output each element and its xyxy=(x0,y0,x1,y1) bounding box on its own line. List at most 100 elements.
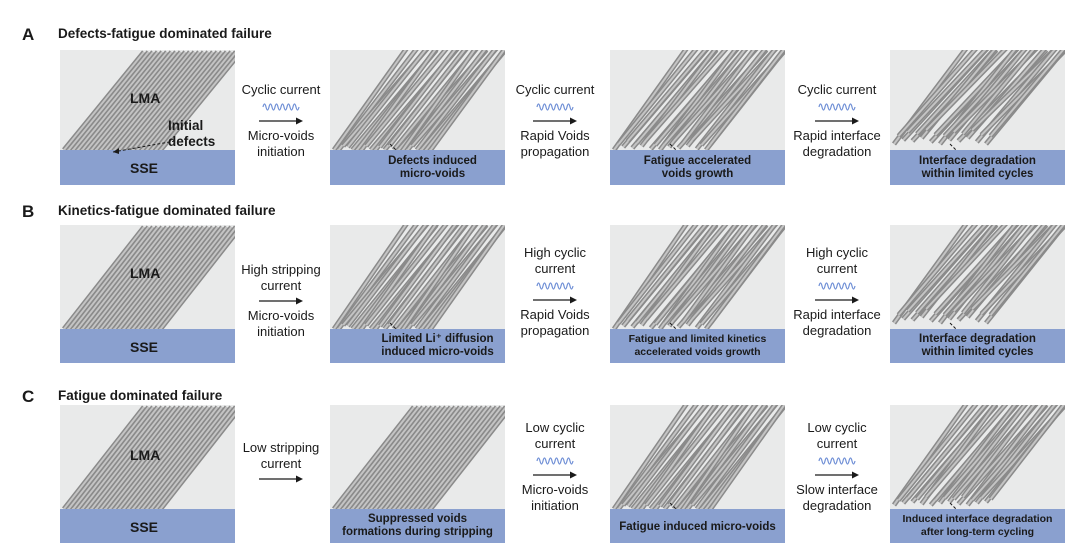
lithium-fiber-highlight xyxy=(365,406,447,510)
lithium-fiber-highlight xyxy=(989,225,1065,316)
row-c-transition-1: Low stripping current xyxy=(226,440,336,486)
lithium-fiber-highlight xyxy=(63,406,145,510)
lithium-fiber-highlight xyxy=(429,50,505,151)
lithium-fiber-highlight xyxy=(72,226,154,330)
sse-layer xyxy=(610,150,785,185)
lithium-fiber-highlight xyxy=(613,405,687,510)
lithium-fiber-highlight xyxy=(360,406,443,510)
right-arrow-icon xyxy=(259,475,303,483)
lithium-fiber-highlight xyxy=(388,225,466,326)
lithium-fiber-highlight xyxy=(155,51,235,151)
lithium-fiber-highlight xyxy=(123,406,205,510)
cyclic-wave-icon xyxy=(536,103,574,111)
lithium-fiber-highlight xyxy=(420,406,503,510)
lithium-fiber-highlight xyxy=(132,226,214,330)
lma-label: LMA xyxy=(130,447,161,463)
lithium-fiber-bundle xyxy=(331,50,505,160)
lithium-fiber-highlight xyxy=(159,232,235,330)
lithium-fiber-highlight xyxy=(347,50,427,148)
lithium-fiber-highlight xyxy=(989,50,1065,137)
lithium-fiber-highlight xyxy=(415,225,496,330)
lithium-fiber-highlight xyxy=(925,225,1006,310)
lithium-fiber-bundle xyxy=(62,405,235,511)
transition-condition-label: Cyclic current xyxy=(241,82,321,97)
right-arrow-icon xyxy=(259,117,303,125)
lithium-fiber-highlight xyxy=(962,405,1036,498)
lithium-fiber-highlight xyxy=(962,50,1035,135)
sse-layer xyxy=(330,150,505,185)
lithium-fiber-highlight xyxy=(682,50,756,144)
lithium-fiber-highlight xyxy=(416,406,498,510)
transition-effect-label: Rapid Voids propagation xyxy=(520,128,590,159)
lithium-fiber-highlight xyxy=(402,406,484,510)
lithium-fiber-highlight xyxy=(141,226,223,330)
lithium-fiber-highlight xyxy=(989,405,1065,500)
transition-condition-label: Cyclic current xyxy=(797,82,877,97)
lithium-fiber-highlight xyxy=(95,226,177,330)
sse-label: SSE xyxy=(130,160,159,176)
sse-layer xyxy=(60,509,235,543)
defect-pointer-arrow xyxy=(112,140,176,154)
panel-caption: Fatigue and limited kinetics accelerated… xyxy=(628,333,767,358)
lithium-fiber-highlight xyxy=(682,225,756,323)
lithium-fiber-highlight xyxy=(77,226,159,330)
right-arrow-icon xyxy=(533,117,577,125)
lithium-fiber-highlight xyxy=(123,51,205,151)
sse-layer xyxy=(610,509,785,543)
lithium-fiber-bundle xyxy=(611,405,785,519)
lithium-fiber-highlight xyxy=(397,406,480,510)
lithium-fiber-highlight xyxy=(150,51,233,151)
lithium-fiber-highlight xyxy=(695,405,776,510)
panel-caption: Defects induced micro-voids xyxy=(388,155,477,180)
lithium-fiber-highlight xyxy=(709,405,785,510)
row-c-panel-1: SSE LMA xyxy=(60,405,235,543)
lithium-fiber-highlight xyxy=(81,406,164,510)
transition-effect-label: Micro-voids initiation xyxy=(247,128,315,159)
lithium-fiber-highlight xyxy=(347,225,427,327)
lithium-fiber-highlight xyxy=(77,406,159,510)
sse-layer xyxy=(60,150,235,185)
right-arrow-icon xyxy=(815,296,859,304)
sse-label: SSE xyxy=(130,339,159,355)
lithium-fiber-highlight xyxy=(113,226,196,330)
lithium-fiber-highlight xyxy=(90,226,173,330)
right-arrow-icon xyxy=(815,471,859,479)
lithium-fiber-highlight xyxy=(104,226,187,330)
lithium-fiber-highlight xyxy=(95,51,177,151)
lithium-fiber-highlight xyxy=(113,51,196,151)
lithium-fiber-highlight xyxy=(118,51,200,151)
lithium-fiber-highlight xyxy=(907,225,987,312)
lithium-fiber-highlight xyxy=(150,406,233,510)
lithium-fiber-highlight xyxy=(67,51,150,151)
lithium-fiber-highlight xyxy=(659,405,737,507)
lithium-fiber-highlight xyxy=(429,412,505,510)
lithium-fiber-highlight xyxy=(406,406,489,510)
lithium-fiber-highlight xyxy=(897,405,977,501)
lithium-fiber-highlight xyxy=(370,406,452,510)
lithium-fiber-highlight xyxy=(907,50,987,133)
transition-condition-label: Low cyclic current xyxy=(807,420,867,451)
transition-condition-label: Low cyclic current xyxy=(525,420,585,451)
lithium-fiber-highlight xyxy=(365,50,447,147)
lithium-fiber-highlight xyxy=(374,406,457,510)
right-arrow-icon xyxy=(533,296,577,304)
lithium-fiber-highlight xyxy=(90,51,173,151)
row-a-panel-1: SSE LMA xyxy=(60,50,235,185)
lithium-fiber-highlight xyxy=(645,50,727,141)
lithium-fiber-highlight xyxy=(118,226,200,330)
lithium-fiber-highlight xyxy=(962,225,1035,314)
sse-layer xyxy=(610,329,785,363)
row-b-panel-1: SSE LMA xyxy=(60,225,235,363)
lithium-fiber-highlight xyxy=(337,406,420,510)
row-b-panel-3: Fatigue and limited kinetics accelerated… xyxy=(610,225,785,363)
row-a-letter: A xyxy=(22,25,35,44)
lithium-fiber-bundle xyxy=(611,225,785,339)
lithium-fiber-highlight xyxy=(411,406,493,510)
transition-effect-label: Rapid interface degradation xyxy=(793,307,881,338)
lithium-fiber-bundle xyxy=(331,225,505,339)
